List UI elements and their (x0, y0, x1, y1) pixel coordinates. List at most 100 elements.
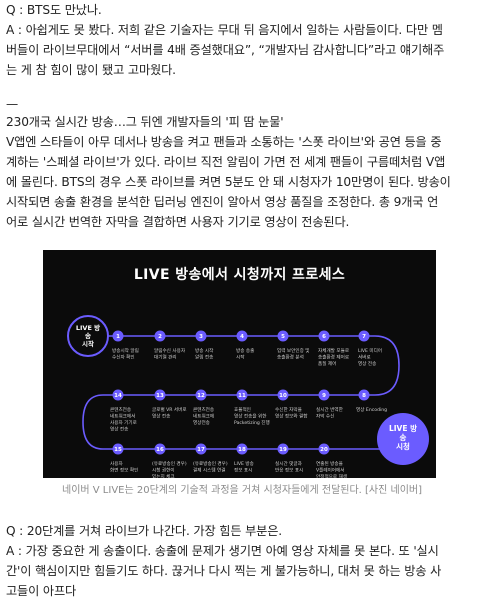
step-label: 방송 시작 (195, 347, 214, 354)
step-number: 2 (158, 334, 162, 340)
text-line: V앱엔 스타들이 아무 데서나 방송을 켜고 팬들과 소통하는 '스폿 라이브'… (6, 135, 442, 149)
step-label: 사용자 기기로 (110, 419, 137, 426)
connector-curve (82, 394, 104, 450)
step-label: 사용자 (110, 460, 123, 467)
live-end-circle (377, 413, 429, 465)
step-label: 방송 송출 (236, 347, 254, 354)
step-node (112, 443, 124, 455)
text-line: 간'이 핵심이지만 힘들기도 하다. 끊거나 다시 찍는 게 불가능하니, 대처… (6, 564, 442, 578)
step-label: 수신자 확인 (112, 354, 135, 361)
step-label: 화면 정보 확인 (110, 467, 138, 474)
step-label: 시작 (236, 354, 245, 361)
step-node (236, 443, 248, 455)
step-number: 14 (114, 393, 122, 399)
question-line: Q : 20단계를 거쳐 라이브가 나간다. 가장 힘든 부분은. (6, 524, 283, 538)
step-label: LIVE 방송 (234, 460, 254, 467)
step-label: 영상 Encoding (356, 406, 387, 413)
step-label: 알림수신 사용자 (154, 347, 186, 354)
step-number: 6 (322, 334, 326, 340)
step-label: 안정적으로 재생 (316, 473, 347, 478)
step-label: (유료방송인 경우) (152, 460, 187, 467)
step-label: 시청 권한이 (152, 467, 175, 474)
text-line: 는 게 참 힘이 많이 됐고 고마웠다. (6, 63, 176, 77)
text-line: Q : BTS도 만났나. (6, 3, 102, 17)
step-number: 18 (238, 447, 246, 453)
step-label: 영상 전송 (358, 360, 376, 367)
step-node (318, 330, 330, 342)
text-line: 어로 실시간 번역한 자막을 결합하면 사용자 기기로 영상이 전송된다. (6, 215, 350, 229)
step-label: 효율적인 (234, 406, 251, 413)
step-label: 자막 수신 (316, 413, 334, 420)
step-node (236, 389, 248, 401)
separator: — (6, 97, 19, 111)
section-paragraph: 230개국 실시간 방송…그 뒤엔 개발자들의 '피 땀 눈물' V앱엔 스타들… (6, 112, 476, 232)
step-number: 7 (362, 334, 366, 340)
step-label: 방송시작 알림 (112, 347, 139, 354)
text-line: 시작되면 송출 환경을 분석한 딥러닝 엔진이 알아서 영상 품질을 조정한다.… (6, 195, 439, 209)
step-label: 영상전송 (193, 419, 210, 426)
step-number: 1 (116, 334, 120, 340)
step-number: 10 (279, 393, 287, 399)
step-number: 17 (197, 447, 205, 453)
diagram-title: LIVE 방송에서 시청까지 프로세스 (133, 267, 346, 283)
step-number: 12 (197, 393, 205, 399)
text-line: 에 몰린다. BTS의 경우 스폿 라이브를 켜면 5분도 안 돼 시청자가 1… (6, 175, 451, 189)
step-label: 서버로 (358, 354, 371, 361)
step-node (358, 389, 370, 401)
step-label: 반응 정보 표시 (275, 467, 303, 474)
step-node (154, 443, 166, 455)
step-label: 연출된 방송을 (316, 460, 343, 467)
text-line: 계하는 '스페셜 라이브'가 있다. 라이브 직전 알림이 가면 전 세계 팬들… (6, 155, 446, 169)
end-label: 송 (400, 432, 407, 442)
step-label: 대기열 관리 (154, 354, 177, 361)
step-node (358, 330, 370, 342)
step-label: 송출환경 분석 (277, 354, 304, 361)
step-label: V플레이어에서 (316, 467, 345, 474)
step-node (195, 330, 207, 342)
step-label: 결제 시스템 연결 (193, 467, 226, 474)
step-number: 13 (156, 393, 164, 399)
step-number: 3 (199, 334, 203, 340)
outro-paragraph: Q : 20단계를 거쳐 라이브가 나간다. 가장 힘든 부분은. A : 가장… (6, 521, 476, 601)
start-label: 시작 (82, 339, 94, 348)
step-number: 15 (114, 447, 122, 453)
step-number: 11 (238, 393, 246, 399)
end-label: LIVE 방 (389, 423, 417, 433)
step-label: 품질 제어 (318, 360, 336, 367)
image-caption: 네이버 V LIVE는 20단계의 기술적 과정을 거쳐 시청자들에게 전달된다… (62, 485, 423, 496)
step-label: (유료방송인 경우) (193, 460, 228, 467)
section-heading: 230개국 실시간 방송…그 뒤엔 개발자들의 '피 땀 눈물' (6, 115, 284, 129)
text-line: 고들이 아프다 (6, 584, 77, 598)
step-label: 정보 표시 (234, 467, 252, 474)
step-label: 영상 전송 (110, 426, 128, 433)
step-label: 자체개발 모듈로 (318, 347, 349, 354)
step-number: 4 (240, 334, 244, 340)
step-label: 네트워크에 (193, 413, 214, 420)
step-label: LIVE 미디어 (358, 347, 382, 354)
step-label: 알림 전송 (195, 354, 213, 361)
start-label: 송 (85, 331, 91, 340)
step-node (318, 389, 330, 401)
step-node (277, 330, 289, 342)
step-node (154, 330, 166, 342)
step-node (318, 443, 330, 455)
step-label: 실시간 번역한 (316, 406, 344, 413)
start-label: LIVE 방 (76, 323, 100, 332)
step-number: 9 (322, 393, 326, 399)
step-number: 8 (362, 393, 366, 399)
step-label: Packetizing 진행 (234, 419, 270, 426)
step-node (112, 330, 124, 342)
step-node (277, 443, 289, 455)
intro-paragraph: Q : BTS도 만났나. A : 아쉽게도 못 봤다. 저희 같은 기술자는 … (6, 0, 476, 80)
step-number: 16 (156, 447, 164, 453)
step-node (195, 389, 207, 401)
step-label: 네트워크에서 (110, 413, 135, 420)
step-node (112, 389, 124, 401)
step-node (277, 389, 289, 401)
step-label: 입력 보안인증 및 (277, 347, 310, 354)
step-label: 영상 전송을 위한 (234, 413, 267, 420)
text-line: 버들이 라이브무대에서 “서버를 4배 증설했대요”, “개발자님 감사합니다”… (6, 43, 445, 57)
text-line: A : 가장 중요한 게 송출이다. 송출에 문제가 생기면 아예 영상 자체를… (6, 544, 439, 558)
